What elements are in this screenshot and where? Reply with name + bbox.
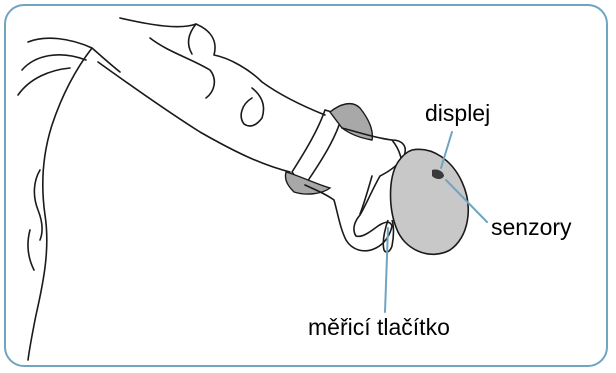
glove-dark-bottom bbox=[285, 172, 330, 194]
sleeve-fold-3 bbox=[189, 24, 196, 54]
sensors-label: senzory bbox=[491, 216, 572, 239]
torso-fold bbox=[28, 170, 42, 270]
measure-button-label: měřicí tlačítko bbox=[308, 316, 450, 339]
torso-outline bbox=[18, 38, 120, 360]
display-label: displej bbox=[425, 102, 490, 125]
cuff-outline bbox=[292, 110, 342, 185]
device-body bbox=[391, 149, 469, 254]
sleeve-outline bbox=[98, 18, 325, 172]
sleeve-fold-1 bbox=[150, 38, 214, 98]
sleeve-fold-2 bbox=[241, 88, 263, 126]
